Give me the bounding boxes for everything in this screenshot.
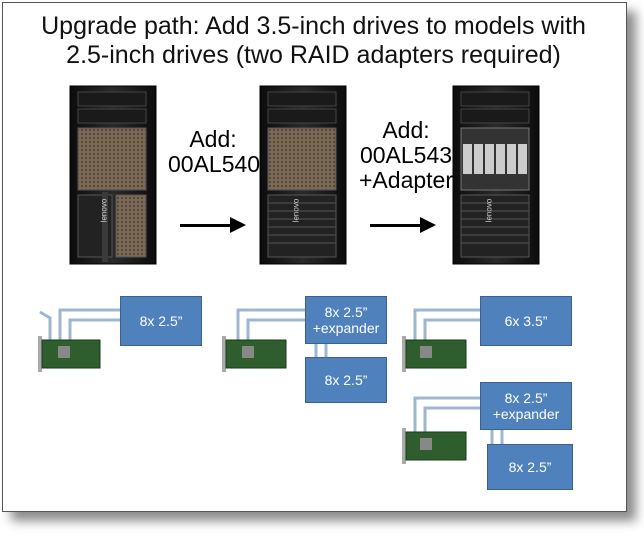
title-line-1: Upgrade path: Add 3.5-inch drives to mod… xyxy=(41,12,586,40)
server-tower-step1 xyxy=(259,85,347,265)
diagram-title: Upgrade path: Add 3.5-inch drives to mod… xyxy=(2,12,625,70)
step-2-line-3: +Adapter xyxy=(359,167,453,193)
drive-box-label-line-1: 8x 2.5” xyxy=(504,390,548,406)
drive-box-8x25-third: 8x 2.5” xyxy=(487,444,573,490)
step-2-line-1: Add: xyxy=(382,117,430,143)
drive-box-label-line-2: +expander xyxy=(492,406,560,422)
raid-adapter-2 xyxy=(222,308,328,372)
step-1-line-2: 00AL540 xyxy=(168,151,261,177)
raid-adapter-3 xyxy=(402,308,480,372)
server-3-brand: lenovo xyxy=(484,198,494,223)
drive-box-8x25-second: 8x 2.5” xyxy=(305,357,387,403)
step-2-line-2: 00AL543 xyxy=(359,142,453,168)
drive-box-8x25-expander: 8x 2.5” +expander xyxy=(305,296,387,344)
server-1-brand: lenovo xyxy=(99,198,109,223)
step-1-line-1: Add: xyxy=(189,126,237,152)
step-1-label: Add: 00AL540 xyxy=(168,126,261,177)
server-2-brand: lenovo xyxy=(291,198,301,223)
server-tower-base xyxy=(69,85,157,265)
drive-box-8x25-third-label: 8x 2.5” xyxy=(508,459,552,475)
drive-box-label-line-1: 8x 2.5” xyxy=(324,304,368,320)
raid-adapter-4 xyxy=(402,396,504,464)
arrow-right-2 xyxy=(370,217,436,233)
drive-box-8x25-label: 8x 2.5” xyxy=(139,313,183,329)
drive-box-label-line-2: +expander xyxy=(312,320,380,336)
drive-box-6x35-label: 6x 3.5” xyxy=(504,313,548,329)
drive-box-6x35: 6x 3.5” xyxy=(480,296,572,346)
title-line-2: 2.5-inch drives (two RAID adapters requi… xyxy=(66,41,561,69)
server-tower-step2 xyxy=(452,85,540,265)
step-2-label: Add: 00AL543 +Adapter xyxy=(356,118,456,193)
drive-box-8x25: 8x 2.5” xyxy=(120,296,202,346)
drive-box-8x25-second-label: 8x 2.5” xyxy=(324,372,368,388)
arrow-right-1 xyxy=(180,217,246,233)
raid-adapter-1 xyxy=(38,308,120,372)
drive-box-8x25-expander-2: 8x 2.5” +expander xyxy=(480,382,572,430)
